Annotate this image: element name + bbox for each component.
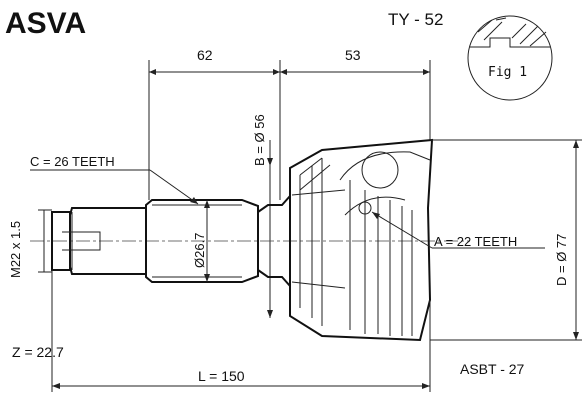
shaft-diameter-label: Ø26.7 — [192, 233, 207, 268]
a-teeth-callout: A = 22 TEETH — [371, 211, 545, 249]
length-label: L = 150 — [198, 368, 245, 384]
d-diameter-label: D = Ø 77 — [554, 234, 569, 286]
asbt-label: ASBT - 27 — [460, 361, 525, 377]
overall-length: L = 150 — [51, 270, 431, 392]
shaft — [51, 195, 291, 287]
part-code: TY - 52 — [388, 10, 443, 29]
c-teeth-callout: C = 26 TEETH — [30, 154, 199, 205]
b-diameter: B = Ø 56 — [252, 114, 273, 318]
dim-62: 62 — [197, 47, 213, 63]
fig-detail: Fig 1 — [467, 15, 553, 101]
dim-53: 53 — [345, 47, 361, 63]
z-value-label: Z = 22.7 — [12, 344, 64, 360]
top-dimensions: 62 53 — [148, 47, 431, 200]
d-diameter: D = Ø 77 — [430, 139, 582, 341]
brand-logo: ASVA — [5, 7, 86, 40]
c-teeth-label: C = 26 TEETH — [30, 154, 115, 169]
fig-label: Fig 1 — [488, 65, 527, 80]
a-teeth-label: A = 22 TEETH — [434, 234, 517, 249]
bell-housing — [289, 138, 434, 342]
shaft-diameter: Ø26.7 — [192, 200, 210, 282]
b-diameter-label: B = Ø 56 — [252, 114, 267, 166]
thread-label: M22 x 1.5 — [8, 221, 23, 278]
